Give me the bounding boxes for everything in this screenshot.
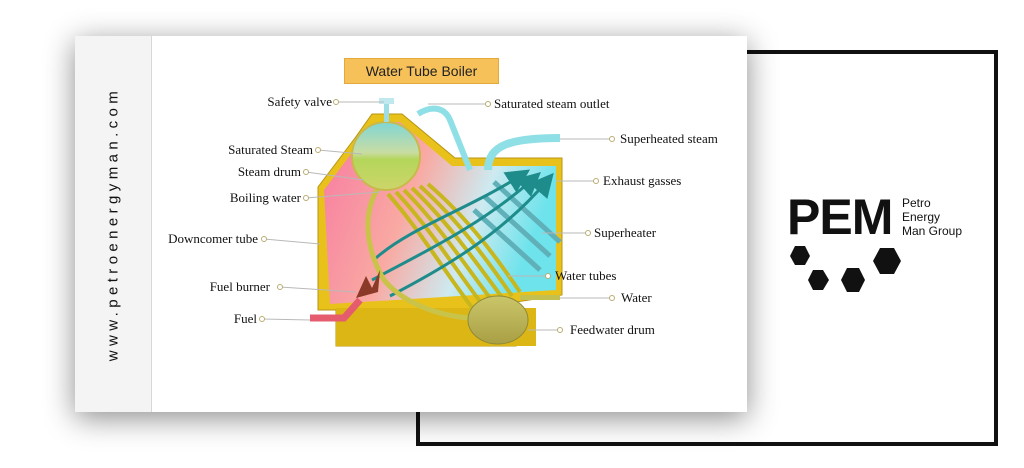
label-exhaust-gasses: Exhaust gasses bbox=[603, 173, 681, 188]
water-tubes bbox=[386, 182, 522, 320]
label-boiling-water: Boiling water bbox=[230, 190, 302, 205]
saturated-steam-outlet-pipe bbox=[416, 105, 473, 172]
label-water: Water bbox=[621, 290, 652, 305]
logo-subtitle: Petro Energy Man Group bbox=[902, 196, 962, 238]
label-safety-valve: Safety valve bbox=[267, 94, 332, 109]
logo-line-1: Petro bbox=[902, 196, 931, 210]
label-superheated-steam: Superheated steam bbox=[620, 131, 718, 146]
label-saturated-steam: Saturated Steam bbox=[228, 142, 313, 157]
logo-line-2: Energy bbox=[902, 210, 941, 224]
superheated-steam-pipe bbox=[484, 134, 561, 171]
gas-flow-arrows bbox=[371, 169, 554, 298]
fuel-burner bbox=[356, 270, 380, 298]
label-fuel-burner: Fuel burner bbox=[210, 279, 271, 294]
downcomer-tube bbox=[365, 186, 471, 321]
label-fuel: Fuel bbox=[234, 311, 258, 326]
logo-line-3: Man Group bbox=[902, 224, 963, 238]
label-saturated-steam-outlet: Saturated steam outlet bbox=[494, 96, 610, 111]
side-strip bbox=[75, 36, 152, 412]
logo-hexagon-dots bbox=[790, 246, 901, 292]
leader-lines bbox=[259, 99, 615, 333]
label-feedwater-drum: Feedwater drum bbox=[570, 322, 655, 337]
label-water-tubes: Water tubes bbox=[555, 268, 616, 283]
logo-wordmark: PEM bbox=[787, 189, 893, 245]
safety-valve bbox=[379, 98, 394, 122]
fuel-pipe bbox=[310, 297, 363, 322]
feedwater-drum bbox=[467, 295, 529, 345]
label-downcomer-tube: Downcomer tube bbox=[168, 231, 258, 246]
label-superheater: Superheater bbox=[594, 225, 657, 240]
diagram-title: Water Tube Boiler bbox=[344, 58, 499, 84]
water-inlet-pipe bbox=[520, 295, 560, 300]
label-steam-drum: Steam drum bbox=[238, 164, 301, 179]
